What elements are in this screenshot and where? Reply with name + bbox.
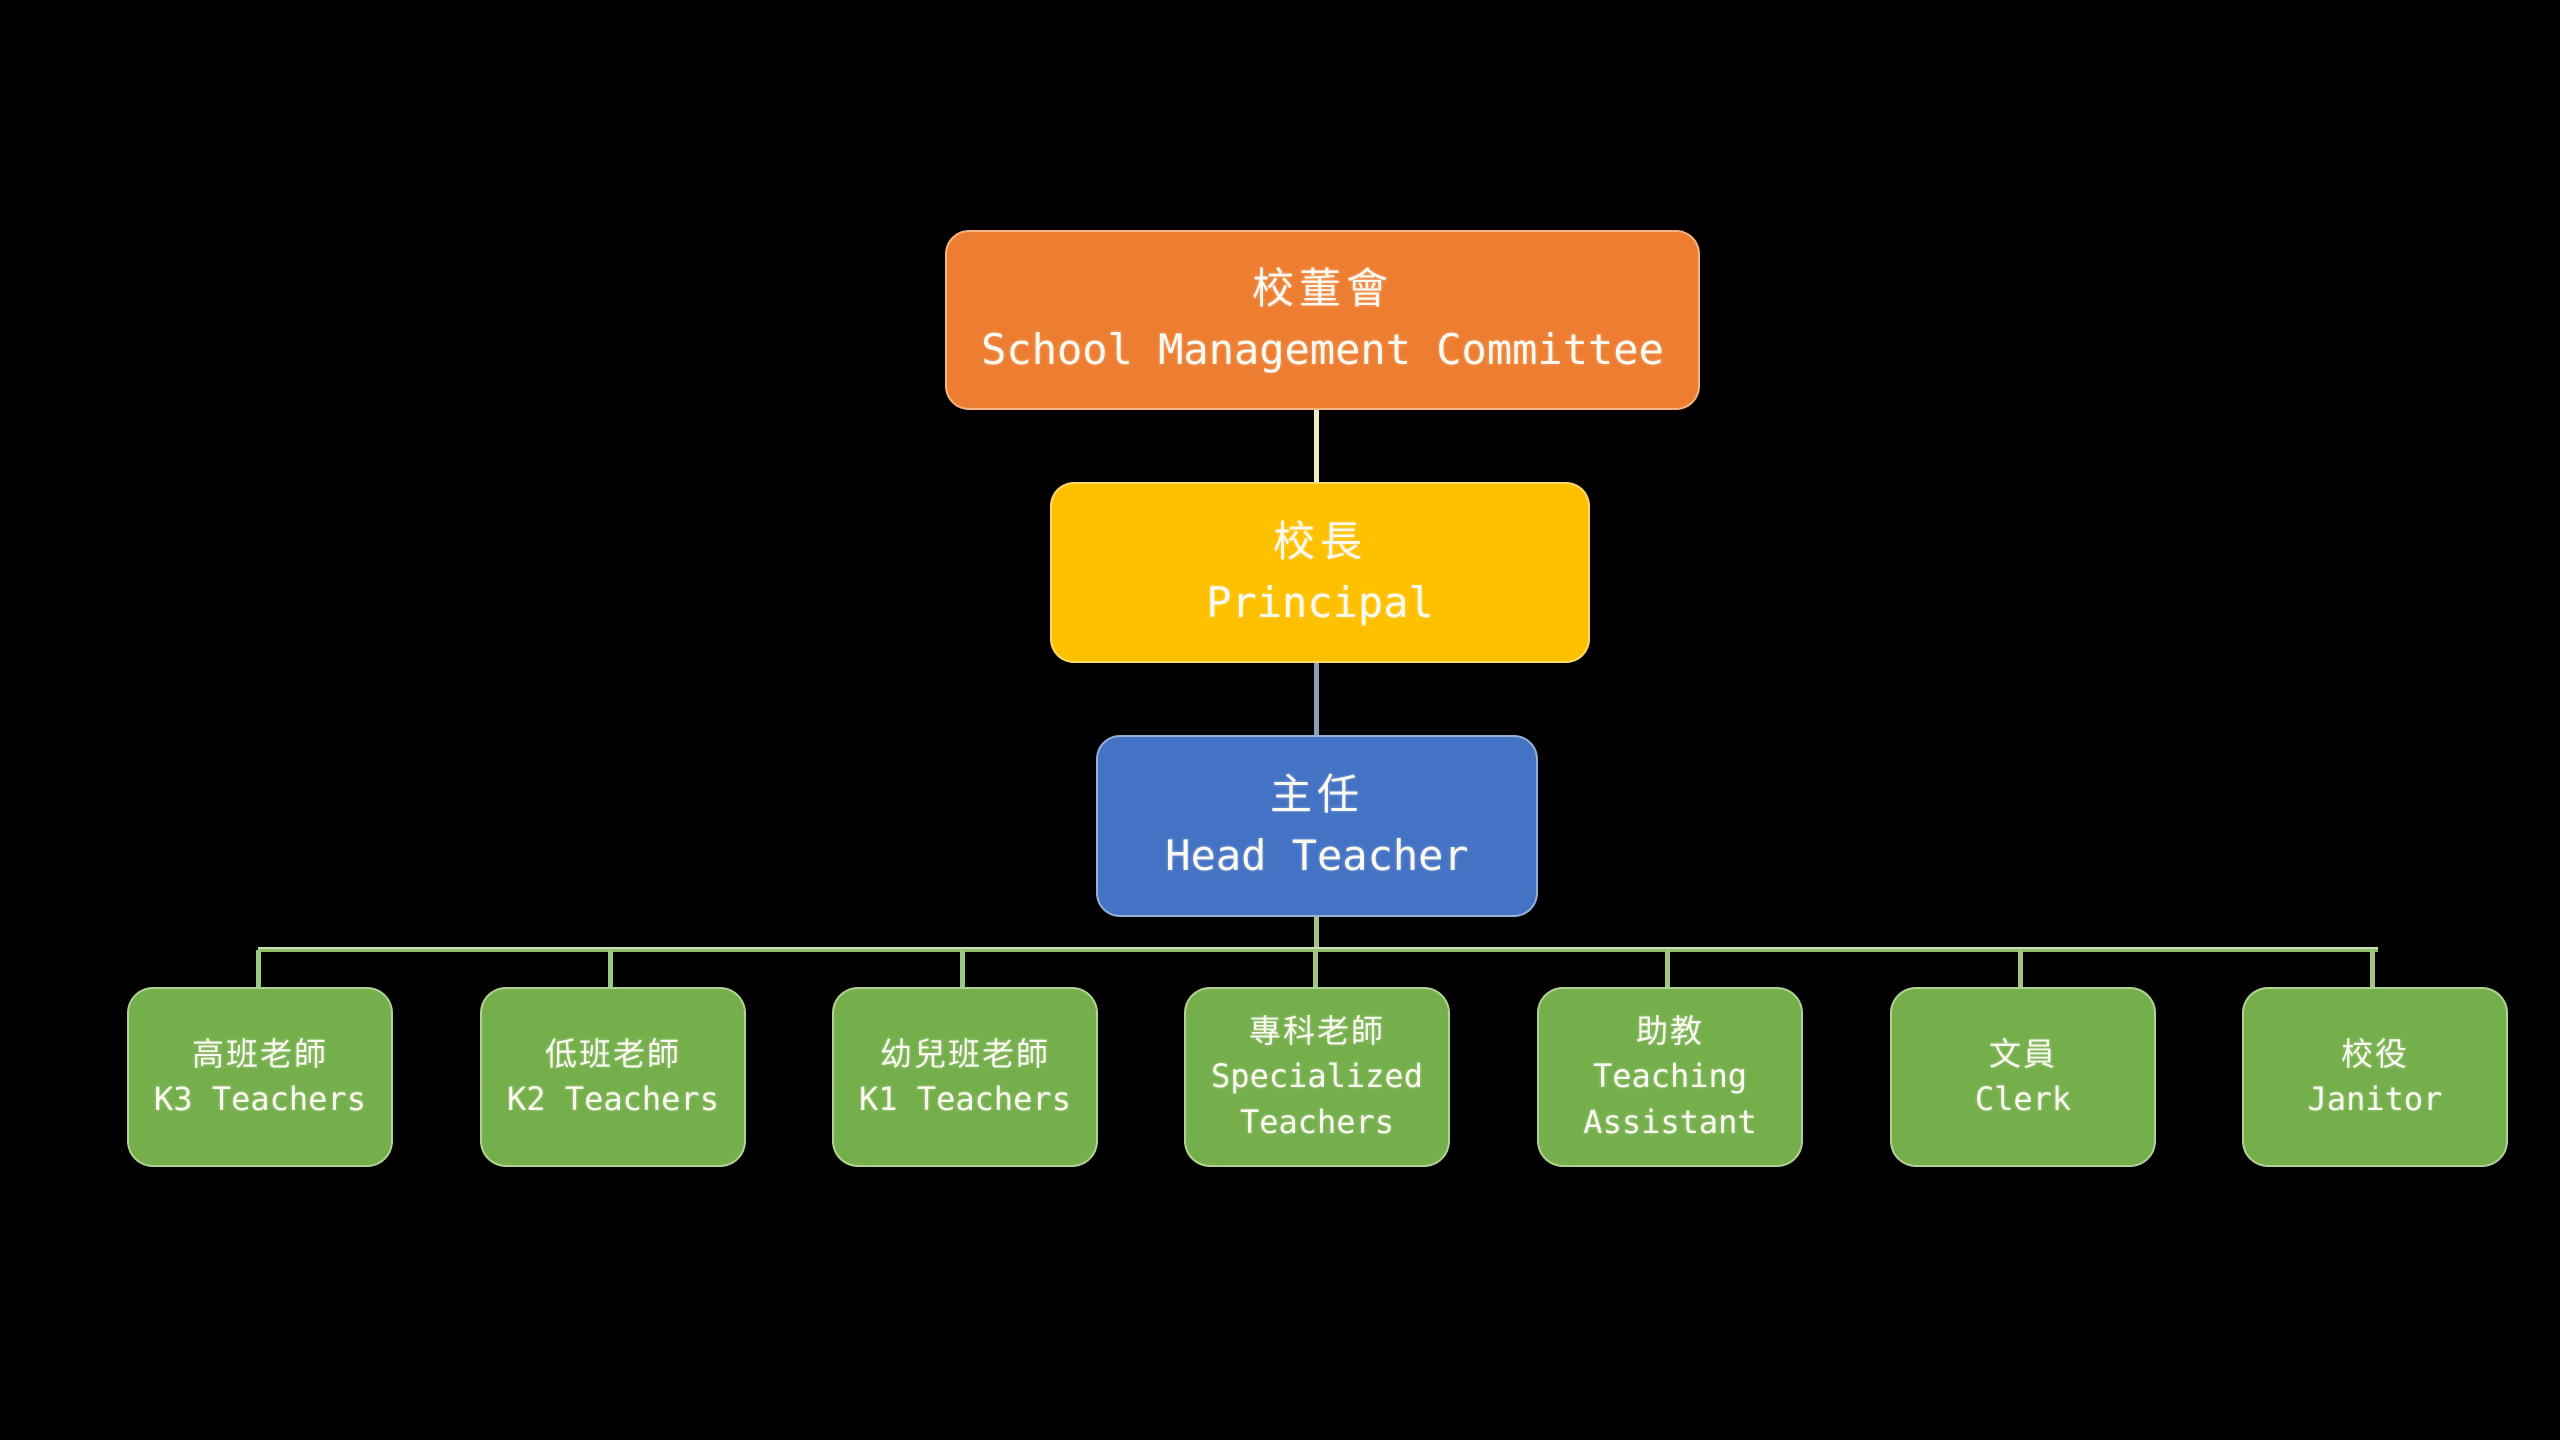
- node-label-zh: 主任: [1269, 770, 1364, 820]
- connector-horizontal-bar: [258, 947, 2378, 952]
- node-label-zh: 高班老師: [191, 1034, 328, 1073]
- connector-stub-k3-teachers: [256, 950, 261, 989]
- node-label-en: Specialized Teachers: [1211, 1057, 1423, 1141]
- connector-head-teacher-to-bar: [1314, 917, 1319, 950]
- org-node-school-management-committee: 校董會 School Management Committee: [945, 230, 1700, 410]
- node-label-en: K2 Teachers: [507, 1080, 719, 1118]
- node-label-en: Principal: [1206, 577, 1434, 627]
- node-label-zh: 低班老師: [544, 1034, 681, 1073]
- connector-stub-teaching-assistant: [1665, 950, 1670, 989]
- org-node-janitor: 校役 Janitor: [2242, 987, 2508, 1167]
- org-node-k1-teachers: 幼兒班老師 K1 Teachers: [832, 987, 1098, 1167]
- node-label-en: Teaching Assistant: [1583, 1057, 1757, 1141]
- node-label-en: K3 Teachers: [154, 1080, 366, 1118]
- org-node-k3-teachers: 高班老師 K3 Teachers: [127, 987, 393, 1167]
- connector-stub-clerk: [2018, 950, 2023, 989]
- org-node-head-teacher: 主任 Head Teacher: [1096, 735, 1538, 917]
- node-label-zh: 專科老師: [1248, 1011, 1385, 1050]
- node-label-zh: 校長: [1272, 516, 1367, 566]
- node-label-zh: 校役: [2340, 1034, 2409, 1073]
- connector-stub-janitor: [2370, 950, 2375, 989]
- connector-smc-to-principal: [1314, 410, 1319, 484]
- node-label-zh: 文員: [1988, 1034, 2057, 1073]
- node-label-en: Clerk: [1974, 1080, 2072, 1118]
- org-node-k2-teachers: 低班老師 K2 Teachers: [480, 987, 746, 1167]
- connector-principal-to-head-teacher: [1314, 663, 1319, 737]
- node-label-en: Janitor: [2307, 1080, 2443, 1118]
- node-label-zh: 校董會: [1251, 264, 1393, 314]
- org-node-teaching-assistant: 助教 Teaching Assistant: [1537, 987, 1803, 1167]
- connector-stub-specialized-teachers: [1313, 950, 1318, 989]
- node-label-en: K1 Teachers: [859, 1080, 1071, 1118]
- org-node-clerk: 文員 Clerk: [1890, 987, 2156, 1167]
- node-label-zh: 助教: [1635, 1011, 1704, 1050]
- connector-stub-k1-teachers: [960, 950, 965, 989]
- org-node-specialized-teachers: 專科老師 Specialized Teachers: [1184, 987, 1450, 1167]
- org-node-principal: 校長 Principal: [1050, 482, 1590, 663]
- node-label-en: Head Teacher: [1165, 831, 1469, 880]
- connector-stub-k2-teachers: [608, 950, 613, 989]
- node-label-en: School Management Committee: [981, 325, 1664, 374]
- node-label-zh: 幼兒班老師: [879, 1034, 1050, 1073]
